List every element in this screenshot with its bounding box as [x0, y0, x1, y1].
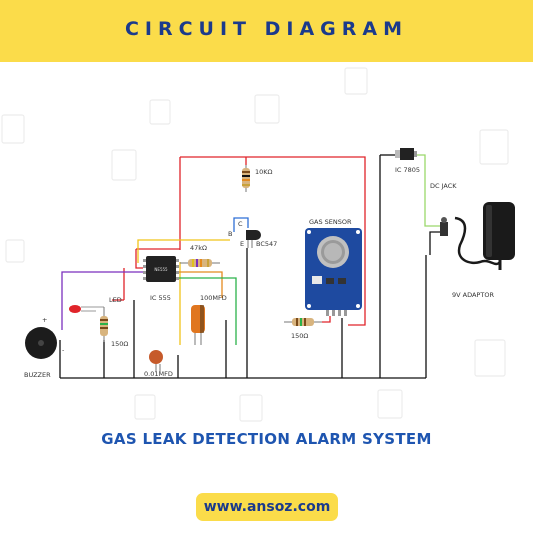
- watermark-pattern: [1, 67, 509, 422]
- adaptor-9v: [454, 202, 515, 270]
- buzzer-wire: [61, 271, 143, 330]
- dc-jack-label: DC JACK: [430, 182, 457, 190]
- gas-sensor-label: GAS SENSOR: [309, 218, 352, 226]
- capacitor-100mfd-label: 100MFD: [200, 294, 227, 302]
- capacitor-100mfd: [191, 305, 205, 345]
- adaptor-label: 9V ADAPTOR: [452, 291, 494, 299]
- circuit-diagram: 10KΩ C B E BC547 47kΩ: [1, 67, 515, 422]
- buzzer-label: BUZZER: [24, 371, 51, 379]
- node-c-label: C: [238, 220, 243, 228]
- resistor-150-led-label: 150Ω: [111, 340, 128, 348]
- node-b-label: B: [228, 230, 232, 238]
- resistor-150-sensor: [284, 318, 322, 326]
- website-text: www.ansoz.com: [203, 499, 331, 515]
- website-link[interactable]: www.ansoz.com: [196, 493, 338, 521]
- power-rail: [112, 156, 366, 326]
- ic-555-chip: NE555: [143, 256, 179, 282]
- capacitor-wire: [178, 271, 223, 298]
- ic-7805-regulator: [395, 148, 417, 160]
- timing-wire: [137, 239, 230, 263]
- footer-title: GAS LEAK DETECTION ALARM SYSTEM: [101, 430, 432, 448]
- node-e-label: E: [240, 240, 244, 248]
- ic-7805-label: IC 7805: [395, 166, 420, 174]
- ic-555-label: IC 555: [150, 294, 171, 302]
- gas-sensor-module: [305, 228, 362, 316]
- resistor-47k: [180, 259, 220, 267]
- collector-wire: [233, 217, 249, 232]
- ground-bus: [59, 154, 427, 379]
- transistor-label: BC547: [256, 240, 277, 248]
- page-title: CIRCUIT DIAGRAM: [124, 18, 409, 40]
- resistor-10k: [242, 165, 250, 192]
- resistor-150-led: [100, 307, 108, 342]
- resistor-47k-label: 47kΩ: [190, 244, 207, 252]
- svg-text:NE555: NE555: [154, 267, 168, 272]
- sensor-output-wire: [322, 316, 331, 323]
- led: [69, 305, 104, 313]
- transistor-bc547: [246, 230, 261, 248]
- regulator-wire: [415, 154, 440, 227]
- buzzer: [25, 327, 57, 359]
- led-label: LED: [109, 296, 122, 304]
- capacitor-001mfd-label: 0.01MFD: [144, 370, 173, 378]
- buzzer-minus: -: [62, 346, 65, 354]
- capacitor-001mfd: [149, 350, 163, 372]
- buzzer-plus: +: [42, 316, 47, 324]
- resistor-10k-label: 10KΩ: [255, 168, 273, 176]
- dc-jack: [440, 217, 448, 236]
- jack-ground-wire: [429, 231, 440, 255]
- output-wire: [178, 277, 237, 345]
- resistor-150-sensor-label: 150Ω: [291, 332, 308, 340]
- header-banner: CIRCUIT DIAGRAM: [0, 0, 533, 62]
